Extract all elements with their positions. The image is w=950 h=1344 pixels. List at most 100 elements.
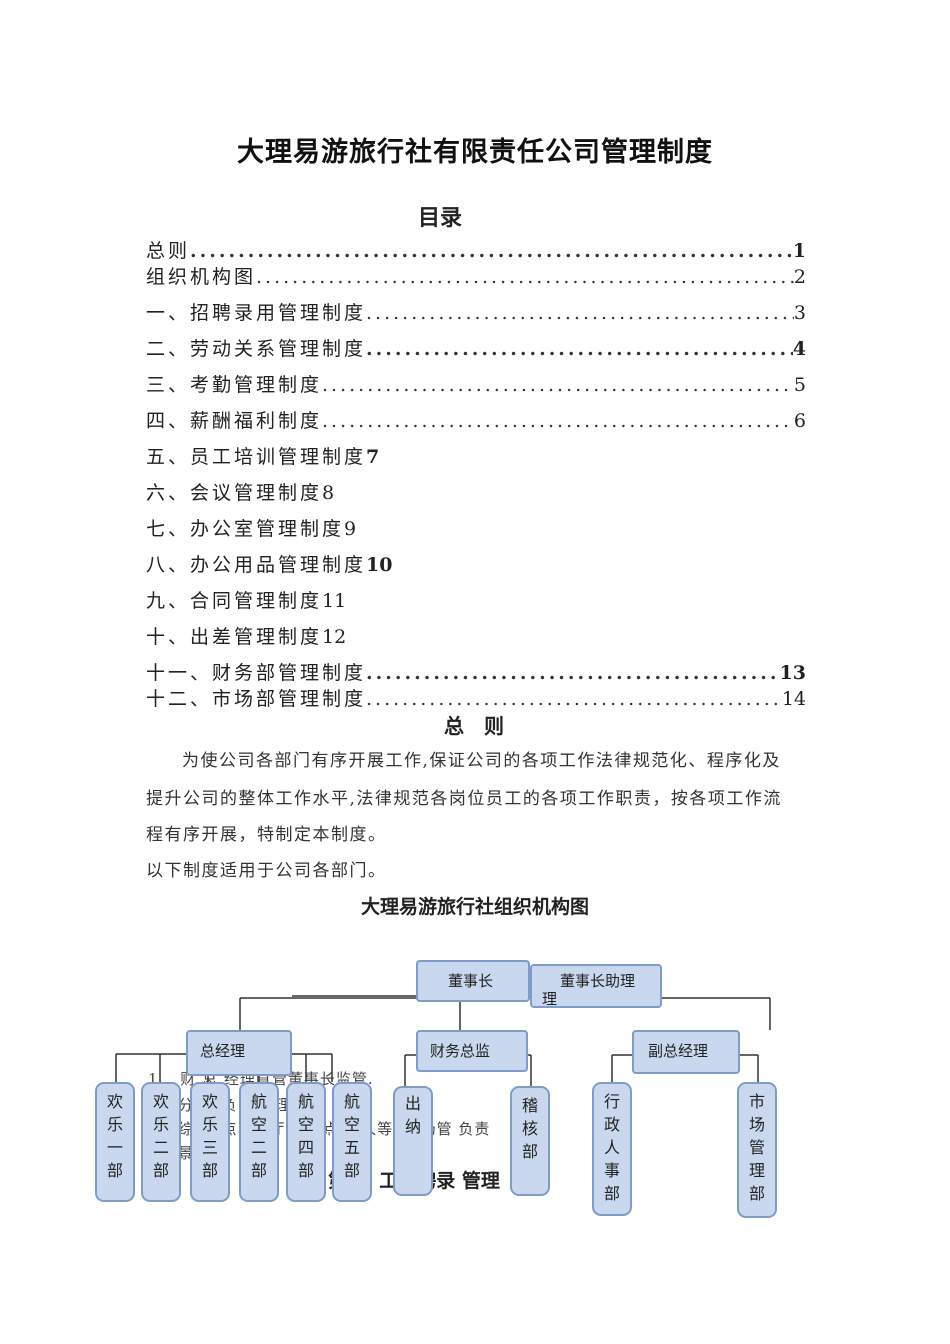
- org-node-char: 稽: [521, 1096, 538, 1115]
- toc-entry-label: 二、劳动关系管理制度: [146, 338, 367, 360]
- general-provisions-heading: 总 则: [444, 714, 506, 738]
- toc-entry[interactable]: 总则 1: [146, 238, 806, 264]
- org-node-char: 空: [297, 1115, 314, 1134]
- toc-entry-label: 十、出差管理制度: [146, 626, 323, 648]
- org-node-label: 总经理: [200, 1042, 246, 1060]
- org-node-dept-huanle-2: 欢 乐 二 部: [141, 1082, 181, 1202]
- org-node-char: 四: [297, 1138, 314, 1157]
- org-node-char: 航: [343, 1092, 360, 1111]
- toc-entry[interactable]: 七、办公室管理制度 9: [146, 516, 806, 542]
- org-node-char: 管: [748, 1138, 765, 1157]
- toc-entry[interactable]: 三、考勤管理制度 5: [146, 372, 806, 398]
- org-node-char: 部: [343, 1161, 360, 1180]
- toc-entry-label: 五、员工培训管理制度: [146, 446, 367, 468]
- scope-paragraph: 以下制度适用于公司各部门。: [146, 861, 387, 881]
- org-node-char: 人: [603, 1138, 620, 1157]
- org-node-char: 政: [603, 1115, 620, 1134]
- org-node-char: 二: [152, 1138, 169, 1157]
- org-node-char: 三: [201, 1138, 218, 1157]
- org-node-dept-marketing: 市 场 管 理 部: [737, 1082, 777, 1218]
- toc-entry[interactable]: 九、合同管理制度 11: [146, 588, 806, 614]
- org-node-char: 部: [297, 1161, 314, 1180]
- org-node-dept-admin-hr: 行 政 人 事 部: [592, 1082, 632, 1216]
- intro-paragraph-line3: 程有序开展，特制定本制度。: [146, 825, 387, 845]
- org-node-char: 部: [106, 1161, 123, 1180]
- toc-entry[interactable]: 四、薪酬福利制度 6: [146, 408, 806, 434]
- toc-entry-page: 14: [781, 688, 806, 710]
- org-node-dept-cashier: 出 纳: [393, 1086, 433, 1196]
- org-node-char: 事: [603, 1161, 620, 1180]
- org-node-deputy-gm: 副总经理: [632, 1030, 740, 1074]
- org-node-dept-huanle-1: 欢 乐 一 部: [95, 1082, 135, 1202]
- toc-entry-label: 九、合同管理制度: [146, 590, 323, 612]
- toc-entry-label: 总则: [146, 240, 191, 262]
- org-node-char: 一: [106, 1138, 123, 1157]
- toc-entry-label: 组织机构图: [146, 266, 257, 288]
- intro-paragraph-line2: 提升公司的整体工作水平,法律规范各岗位员工的各项工作职责，按各项工作流: [146, 789, 782, 809]
- toc-entry-page: 5: [793, 374, 806, 396]
- toc-entry[interactable]: 六、会议管理制度 8: [146, 480, 806, 506]
- org-node-char: 场: [748, 1115, 765, 1134]
- org-node-char: 部: [152, 1161, 169, 1180]
- toc-entry-page: 8: [322, 482, 335, 504]
- org-node-char: 欢: [201, 1092, 218, 1111]
- org-node-dept-hangkong-5: 航 空 五 部: [332, 1082, 372, 1202]
- org-node-char: 理: [748, 1161, 765, 1180]
- org-node-char: 乐: [152, 1115, 169, 1134]
- toc-entry-label: 四、薪酬福利制度: [146, 410, 323, 432]
- org-node-dept-audit: 稽 核 部: [510, 1086, 550, 1196]
- org-chart-title: 大理易游旅行社组织机构图: [360, 896, 589, 918]
- org-node-label: 财务总监: [430, 1042, 491, 1060]
- org-node-char: 部: [250, 1161, 267, 1180]
- org-node-char: 部: [603, 1184, 620, 1203]
- org-node-char: 市: [748, 1092, 765, 1111]
- org-node-dept-hangkong-2: 航 空 二 部: [239, 1082, 279, 1202]
- toc-entry-page: 13: [779, 662, 806, 684]
- intro-paragraph-line1: 为使公司各部门有序开展工作,保证公司的各项工作法律规范化、程序化及: [182, 751, 781, 771]
- toc-entry-label: 一、招聘录用管理制度: [146, 302, 367, 324]
- toc-entry[interactable]: 八、办公用品管理制度 10: [146, 552, 806, 578]
- org-node-label-wrap: 理: [542, 990, 558, 1008]
- org-node-dept-hangkong-4: 航 空 四 部: [286, 1082, 326, 1202]
- toc-entry[interactable]: 一、招聘录用管理制度 3: [146, 300, 806, 326]
- org-node-char: 欢: [152, 1092, 169, 1111]
- toc-entry-page: 11: [322, 590, 347, 612]
- toc-entry-page: 2: [793, 266, 806, 288]
- toc-entry-label: 六、会议管理制度: [146, 482, 323, 504]
- org-node-dept-huanle-3: 欢 乐 三 部: [190, 1082, 230, 1202]
- org-node-char: 部: [748, 1184, 765, 1203]
- toc-entry-page: 9: [344, 518, 357, 540]
- toc-entry-page: 10: [366, 554, 393, 576]
- org-node-label: 副总经理: [648, 1042, 709, 1060]
- toc-entry[interactable]: 十、出差管理制度 12: [146, 624, 806, 650]
- toc-heading: 目录: [417, 206, 462, 231]
- org-node-char: 航: [297, 1092, 314, 1111]
- toc-entry-label: 七、办公室管理制度: [146, 518, 345, 540]
- toc-entry[interactable]: 组织机构图 2: [146, 264, 806, 290]
- toc-entry-label: 十二、市场部管理制度: [146, 688, 367, 710]
- toc-entry[interactable]: 十一、财务部管理制度 13: [146, 660, 806, 686]
- org-node-chairman-assistant: 董事长助理 理: [530, 964, 662, 1008]
- org-node-char: 出: [404, 1094, 421, 1113]
- org-node-char: 二: [250, 1138, 267, 1157]
- org-node-general-manager: 总经理: [186, 1030, 292, 1076]
- org-node-char: 部: [521, 1142, 538, 1161]
- org-node-char: 部: [201, 1161, 218, 1180]
- toc-entry[interactable]: 五、员工培训管理制度 7: [146, 444, 806, 470]
- toc-entry-label: 十一、财务部管理制度: [146, 662, 367, 684]
- org-node-char: 空: [343, 1115, 360, 1134]
- org-node-char: 行: [603, 1092, 620, 1111]
- org-node-label: 董事长助理: [560, 972, 636, 990]
- org-node-finance-director: 财务总监: [416, 1030, 528, 1072]
- org-node-char: 纳: [404, 1117, 421, 1136]
- toc-entry-label: 三、考勤管理制度: [146, 374, 323, 396]
- org-node-char: 核: [521, 1119, 538, 1138]
- org-node-char: 欢: [106, 1092, 123, 1111]
- toc-entry[interactable]: 二、劳动关系管理制度 4: [146, 336, 806, 362]
- org-node-char: 乐: [201, 1115, 218, 1134]
- toc-entry-label: 八、办公用品管理制度: [146, 554, 367, 576]
- toc-entry[interactable]: 十二、市场部管理制度 14: [146, 686, 806, 712]
- org-node-chairman: 董事长: [416, 960, 530, 1002]
- toc-entry-page: 7: [366, 446, 380, 468]
- toc-entry-page: 12: [322, 626, 347, 648]
